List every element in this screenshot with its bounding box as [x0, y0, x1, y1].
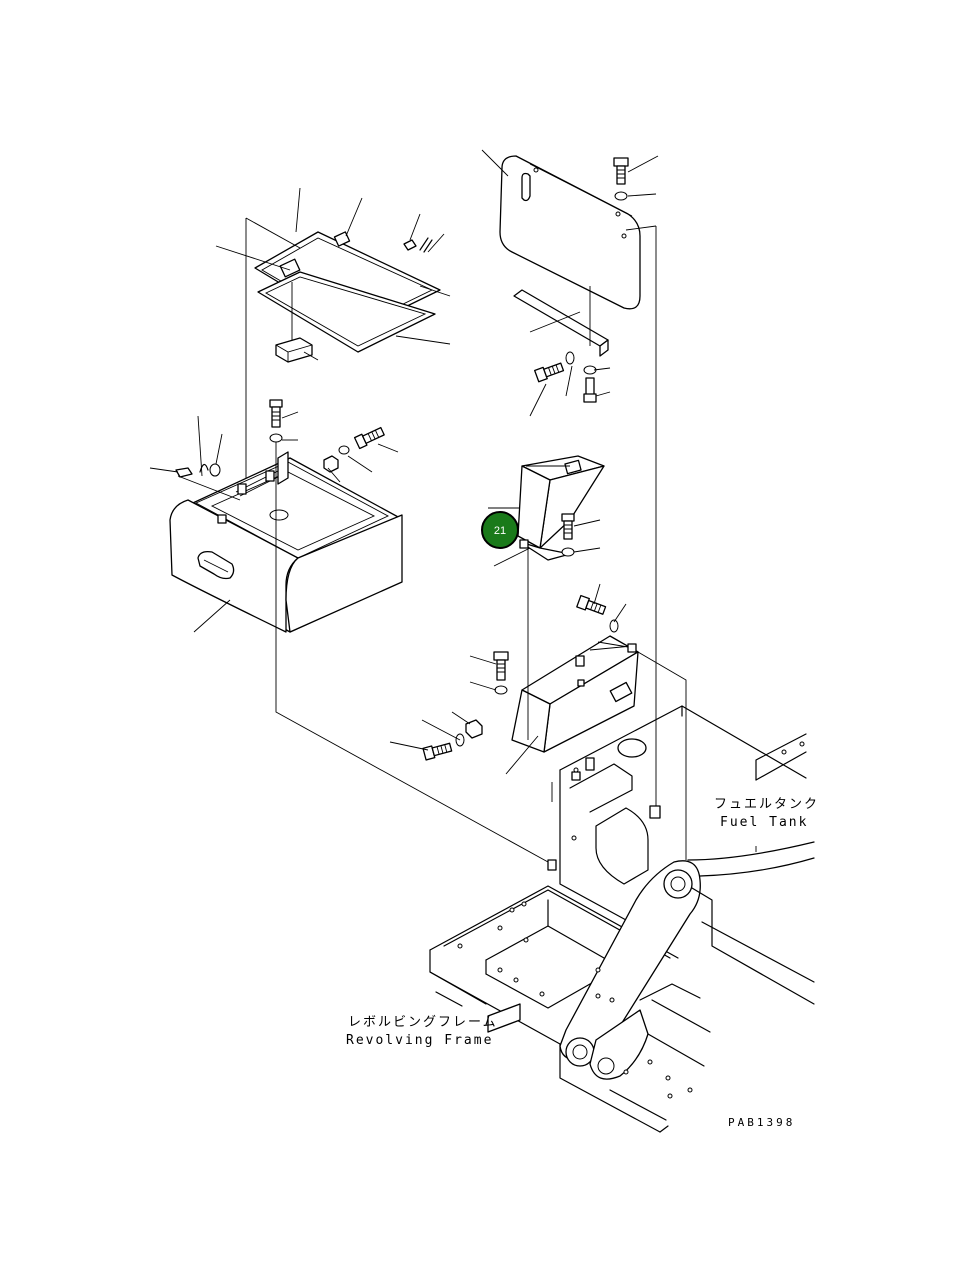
toolbox-lid-assembly: [254, 231, 441, 363]
fuel-tank-label-en: Fuel Tank: [720, 815, 808, 830]
support-bracket-upper: [517, 455, 605, 561]
callout-21-marker[interactable]: [481, 511, 519, 549]
cover-bracket: [513, 157, 629, 403]
callout-21-hotspot[interactable]: 21: [481, 511, 519, 549]
toolbox-body: [169, 451, 403, 633]
leader-lines-left: [149, 187, 549, 863]
toolbox-fasteners: [175, 399, 385, 478]
revolving-frame-label-en: Revolving Frame: [346, 1033, 493, 1048]
callout-21-number: 21: [494, 525, 506, 537]
leader-lines-right: [389, 149, 687, 860]
revolving-frame-label-jp: レボルビングフレーム: [348, 1015, 498, 1030]
support-bracket-lower: [422, 594, 639, 761]
revolving-frame: [429, 860, 815, 1133]
side-cover: [499, 155, 641, 310]
drawing-code: PAB1398: [728, 1116, 795, 1129]
fuel-tank-label: フュエルタンク Fuel Tank: [714, 797, 819, 830]
revolving-frame-label: レボルビングフレーム Revolving Frame: [346, 1015, 498, 1048]
fuel-tank: [547, 705, 815, 921]
fuel-tank-label-jp: フュエルタンク: [714, 797, 819, 812]
